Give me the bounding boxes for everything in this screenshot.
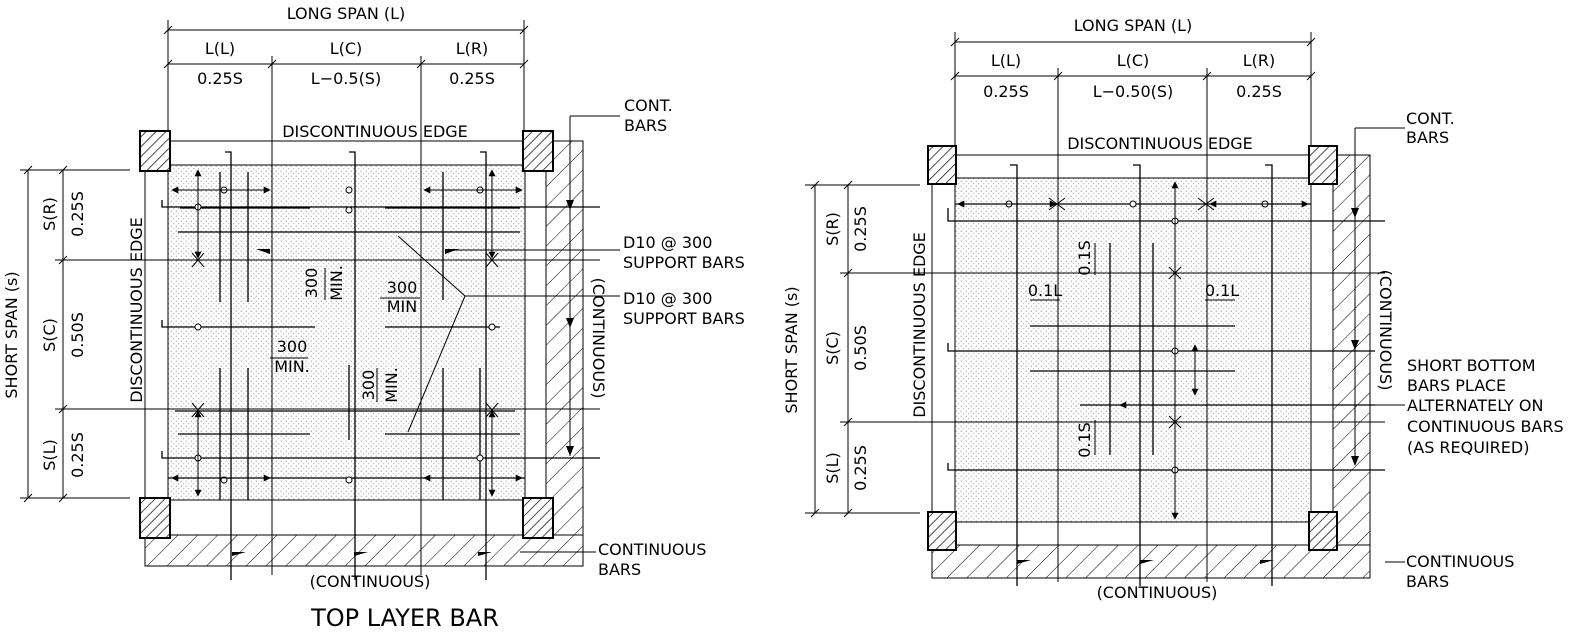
right-dim-center: L−0.50(S)	[1093, 82, 1174, 101]
left-right-edge-label: (CONTINUOUS)	[589, 278, 608, 399]
left-right-support	[545, 140, 584, 567]
right-bottom-cont-line1: CONTINUOUS	[1406, 552, 1514, 571]
right-l-right-label: L(R)	[1243, 51, 1276, 70]
left-left-edge-label: DISCONTINUOUS EDGE	[127, 217, 146, 403]
right-column-tr	[1308, 145, 1338, 185]
right-short-span-label: SHORT SPAN (s)	[782, 286, 801, 413]
right-sd-left: 0.25S	[851, 445, 870, 491]
left-bottom-cont-line1: CONTINUOUS	[598, 540, 706, 559]
left-min-a-value: 300	[302, 268, 321, 299]
left-min-c-label: MIN.	[274, 357, 310, 376]
left-support2-line1: D10 @ 300	[623, 289, 712, 308]
left-column-bl	[139, 497, 171, 539]
left-min-d-label: MIN.	[382, 367, 401, 403]
right-bottom-support	[931, 544, 1371, 579]
right-sd-center: 0.50S	[851, 325, 870, 371]
left-s-left-label: S(L)	[40, 439, 59, 471]
left-sd-left: 0.25S	[68, 432, 87, 478]
right-column-br	[1308, 511, 1338, 551]
left-column-tr	[522, 130, 554, 172]
right-cont-bars-line2: BARS	[1406, 128, 1449, 147]
right-cont-bars-line1: CONT.	[1406, 109, 1455, 128]
right-note-line5: (AS REQUIRED)	[1407, 438, 1529, 457]
right-bottom-cont-line2: BARS	[1406, 572, 1449, 591]
left-s-center-label: S(C)	[40, 318, 59, 352]
right-top-edge-label: DISCONTINUOUS EDGE	[1067, 134, 1253, 153]
left-dim-right: 0.25S	[449, 69, 495, 88]
right-dim-01s-bottom: 0.1S	[1075, 422, 1094, 458]
left-min-b-label: MIN	[387, 297, 418, 316]
right-dim-left: 0.25S	[983, 82, 1029, 101]
left-s-right-label: S(R)	[40, 197, 59, 231]
right-column-bl	[927, 511, 957, 551]
left-cont-bars-line2: BARS	[624, 116, 667, 135]
left-top-edge-label: DISCONTINUOUS EDGE	[282, 122, 468, 141]
right-dim-01s-top: 0.1S	[1075, 240, 1094, 276]
right-slab-area	[954, 177, 1312, 523]
left-column-tl	[139, 130, 171, 172]
right-note-line2: BARS PLACE	[1407, 376, 1506, 395]
left-dim-left: 0.25S	[197, 69, 243, 88]
right-l-left-label: L(L)	[991, 51, 1021, 70]
right-long-span-label: LONG SPAN (L)	[1074, 16, 1193, 35]
right-dim-01l-right: 0.1L	[1205, 281, 1239, 300]
right-column-tl	[927, 145, 957, 185]
right-left-beam	[931, 177, 956, 546]
right-l-center-label: L(C)	[1117, 51, 1150, 70]
left-sd-right: 0.25S	[68, 191, 87, 237]
right-bottom-edge-label: (CONTINUOUS)	[1097, 583, 1218, 602]
left-min-b-value: 300	[387, 278, 418, 297]
right-sd-right: 0.25S	[851, 206, 870, 252]
right-dim-right: 0.25S	[1236, 82, 1282, 101]
right-note-line3: ALTERNATELY ON	[1407, 396, 1543, 415]
right-note-line4: CONTINUOUS BARS	[1407, 417, 1564, 436]
left-support1-line1: D10 @ 300	[623, 233, 712, 252]
left-left-beam	[144, 164, 169, 536]
left-min-c-value: 300	[277, 337, 308, 356]
right-vertical-bars	[1010, 164, 1273, 586]
right-s-right-label: S(R)	[823, 212, 842, 246]
right-right-edge-label: (CONTINUOUS)	[1376, 270, 1395, 391]
left-l-center-label: L(C)	[330, 39, 363, 58]
left-support2-line2: SUPPORT BARS	[623, 309, 745, 328]
left-slab-area	[167, 164, 526, 501]
right-dim-01l-left: 0.1L	[1028, 281, 1062, 300]
left-slab-drawing: LONG SPAN (L) L(L) L(C) L(R) 0.25S L−0.5…	[2, 4, 745, 632]
right-note-line1: SHORT BOTTOM	[1407, 356, 1536, 375]
left-caption: TOP LAYER BAR	[310, 604, 499, 632]
left-support1-line2: SUPPORT BARS	[623, 253, 745, 272]
left-long-span-label: LONG SPAN (L)	[287, 4, 406, 23]
left-top-beam	[167, 140, 584, 166]
right-s-center-label: S(C)	[823, 331, 842, 365]
left-column-br	[522, 497, 554, 539]
left-min-d-value: 300	[359, 370, 378, 401]
right-s-left-label: S(L)	[823, 452, 842, 484]
right-slab-drawing: LONG SPAN (L) L(L) L(C) L(R) 0.25S L−0.5…	[782, 16, 1564, 602]
left-bottom-edge-label: (CONTINUOUS)	[310, 572, 431, 591]
right-left-edge-label: DISCONTINUOUS EDGE	[910, 232, 929, 418]
left-bottom-cont-line2: BARS	[598, 560, 641, 579]
left-vertical-bars	[219, 151, 487, 580]
left-cont-bars-line1: CONT.	[624, 96, 673, 115]
left-min-a-label: MIN.	[327, 265, 346, 301]
left-l-left-label: L(L)	[205, 39, 235, 58]
left-sd-center: 0.50S	[68, 312, 87, 358]
left-short-span-label: SHORT SPAN (s)	[2, 271, 21, 398]
left-dim-center: L−0.5(S)	[311, 69, 381, 88]
left-bottom-support	[144, 534, 584, 567]
right-right-support	[1332, 154, 1371, 579]
left-l-right-label: L(R)	[456, 39, 489, 58]
